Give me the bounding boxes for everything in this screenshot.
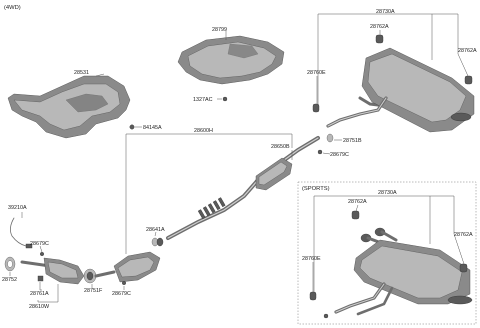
bolt-84145A <box>129 124 135 130</box>
clamp-28679C-bottom <box>121 281 126 286</box>
label-28762A-sports-right: 28762A <box>454 232 473 238</box>
label-28762A-top-left: 28762A <box>370 24 389 30</box>
catalytic-converter-28610W <box>20 251 161 285</box>
label-28760E-top: 28760E <box>307 70 326 76</box>
gasket-28641A <box>151 237 164 247</box>
muffler-28730A-top <box>326 47 475 133</box>
hanger-28760E-top <box>312 103 320 113</box>
gasket-28751B <box>326 133 334 143</box>
label-28600H: 28600H <box>194 128 213 134</box>
label-28799: 28799 <box>212 27 227 33</box>
clamp-28679C-mid <box>317 149 323 155</box>
label-28762A-top-right: 28762A <box>458 48 477 54</box>
clamp-sports-inlet <box>323 313 329 319</box>
heat-shield-28799 <box>177 35 285 85</box>
o2-sensor-39210A <box>10 217 33 249</box>
label-28679C-left: 28679C <box>30 241 49 247</box>
bolt-28761A <box>37 275 44 282</box>
heat-shield-28531 <box>7 75 131 139</box>
label-28679C-mid: 28679C <box>330 152 349 158</box>
label-28679C-bottom: 28679C <box>112 291 131 297</box>
label-28761A: 28761A <box>30 291 49 297</box>
sports-variant-box <box>297 181 477 325</box>
hanger-28762A-sports-right <box>459 263 468 273</box>
label-28752: 28752 <box>2 277 17 283</box>
variant-sports-label: (SPORTS) <box>302 186 330 192</box>
label-28650B: 28650B <box>271 144 290 150</box>
hanger-28762A-top-right <box>464 75 473 85</box>
variant-4wd-label: (4WD) <box>4 5 21 11</box>
label-39210A: 39210A <box>8 205 27 211</box>
label-28531: 28531 <box>74 70 89 76</box>
clamp-28679C-left <box>40 251 45 256</box>
label-28762A-sports-left: 28762A <box>348 199 367 205</box>
hanger-28760E-sports <box>309 291 317 301</box>
label-28641A: 28641A <box>146 227 165 233</box>
bolt-1327AC <box>222 96 228 102</box>
label-28760E-sports: 28760E <box>302 256 321 262</box>
gasket-28752 <box>4 256 16 272</box>
hanger-28762A-sports-left <box>351 210 360 220</box>
label-28751F: 28751F <box>84 288 103 294</box>
label-28610W: 28610W <box>29 304 50 310</box>
label-1327AC: 1327AC <box>193 97 213 103</box>
label-28730A-top: 28730A <box>376 9 395 15</box>
label-84145A: 84145A <box>143 125 162 131</box>
muffler-28730A-sports <box>334 227 473 316</box>
label-28751B: 28751B <box>343 138 362 144</box>
center-pipe-28650B <box>166 136 320 240</box>
label-28730A-sports: 28730A <box>378 190 397 196</box>
hanger-28762A-top-left <box>375 34 384 44</box>
